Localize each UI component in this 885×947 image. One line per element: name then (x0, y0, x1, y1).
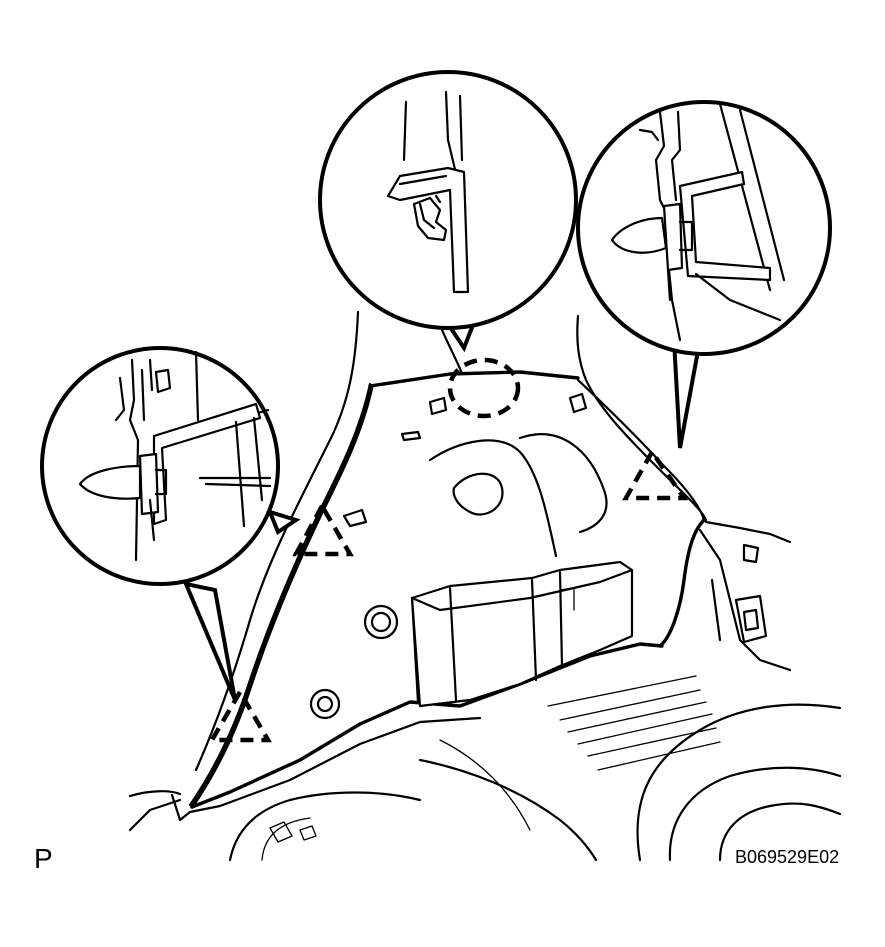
clip-marker-left-lower (208, 687, 272, 743)
view-label: P (34, 843, 53, 874)
body-panel-drawing (128, 310, 842, 862)
clip-marker-left-upper (292, 501, 354, 557)
clip-marker-right (622, 447, 689, 501)
callout-right (576, 100, 832, 449)
clip-marker-top (447, 357, 521, 419)
clip-location-markers (208, 357, 689, 743)
callout-top (318, 70, 578, 353)
part-code-label: B069529E02 (735, 847, 840, 867)
callout-left (40, 346, 301, 701)
